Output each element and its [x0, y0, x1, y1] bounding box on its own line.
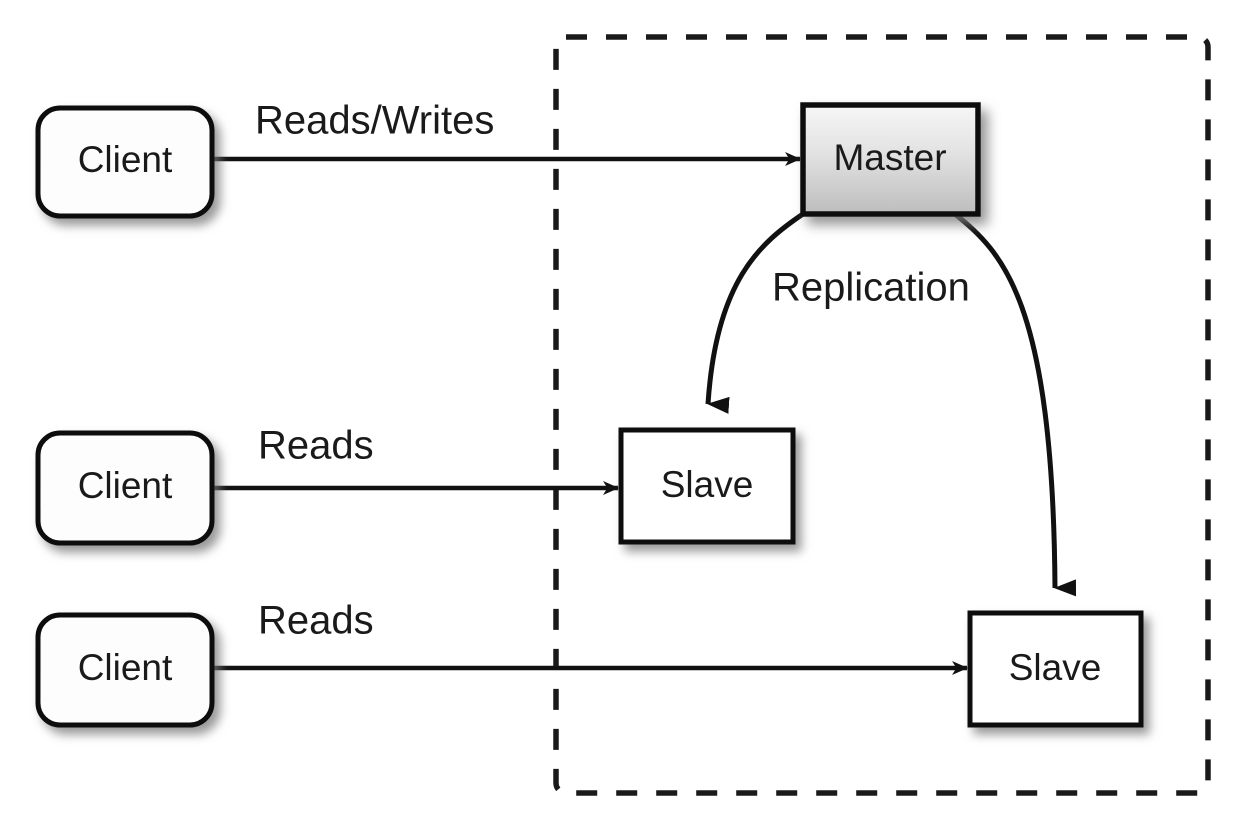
replication-boundary — [553, 34, 1211, 796]
node-label: Client — [78, 647, 173, 688]
node-master[interactable]: Master — [800, 102, 981, 217]
node-client-3[interactable]: Client — [35, 612, 215, 728]
client-box[interactable] — [35, 430, 215, 546]
slave-box[interactable] — [618, 427, 796, 545]
node-label: Client — [78, 465, 173, 506]
node-client-1[interactable]: Client — [35, 105, 215, 219]
edge-label-reads-2: Reads — [258, 599, 374, 643]
node-client-2[interactable]: Client — [35, 430, 215, 546]
edge-curve — [953, 212, 1077, 597]
node-label: Master — [833, 137, 946, 178]
edge-label-reads-writes: Reads/Writes — [255, 99, 494, 143]
client-box[interactable] — [35, 105, 215, 219]
edge-label-replication: Replication — [772, 266, 970, 310]
edge-curve — [705, 211, 805, 414]
node-slave-2[interactable]: Slave — [967, 610, 1144, 728]
node-slave-1[interactable]: Slave — [618, 427, 796, 545]
node-label: Slave — [661, 464, 754, 505]
edge-master-slave1 — [705, 211, 805, 414]
node-label: Client — [78, 139, 173, 180]
node-label: Slave — [1009, 647, 1102, 688]
edge-label-reads-1: Reads — [258, 424, 374, 468]
client-box[interactable] — [35, 612, 215, 728]
slave-box[interactable] — [967, 610, 1144, 728]
edge-master-slave2 — [953, 212, 1077, 597]
master-box[interactable] — [800, 102, 981, 217]
